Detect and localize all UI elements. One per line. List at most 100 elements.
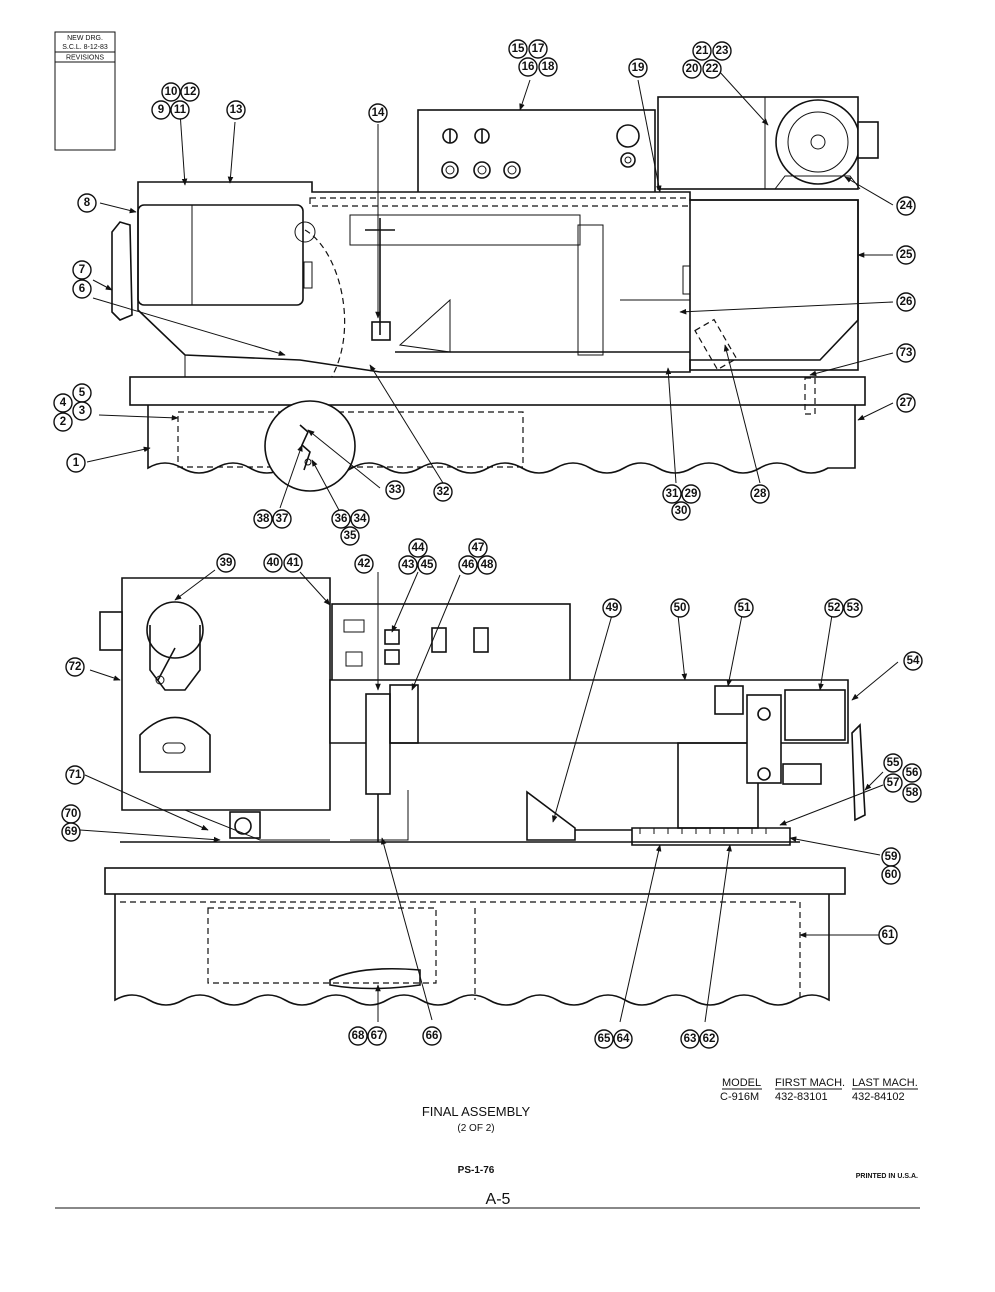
callout-balloon: 27 bbox=[896, 393, 916, 413]
callout-balloon: 23 bbox=[712, 41, 732, 61]
callout-balloon: 41 bbox=[283, 553, 303, 573]
svg-text:23: 23 bbox=[716, 45, 729, 57]
callout-balloon: 11 bbox=[170, 100, 190, 120]
svg-text:10: 10 bbox=[165, 86, 178, 98]
svg-text:24: 24 bbox=[900, 200, 913, 212]
callout-balloon: 51 bbox=[734, 598, 754, 618]
svg-text:12: 12 bbox=[184, 86, 197, 98]
callout-balloon: 38 bbox=[253, 509, 273, 529]
callout-balloon: 39 bbox=[216, 553, 236, 573]
callout-balloon: 4 bbox=[53, 393, 73, 413]
callout-balloon: 62 bbox=[699, 1029, 719, 1049]
callout-balloon: 71 bbox=[65, 765, 85, 785]
callout-balloon: 61 bbox=[878, 925, 898, 945]
callout-balloon: 57 bbox=[883, 773, 903, 793]
callout-balloon: 53 bbox=[843, 598, 863, 618]
callout-balloon: 2 bbox=[53, 412, 73, 432]
callout-balloon: 45 bbox=[417, 555, 437, 575]
revision-line3: REVISIONS bbox=[66, 55, 104, 62]
svg-text:57: 57 bbox=[887, 777, 900, 789]
svg-text:5: 5 bbox=[79, 387, 86, 399]
svg-text:51: 51 bbox=[738, 602, 751, 614]
callout-balloon: 34 bbox=[350, 509, 370, 529]
svg-text:58: 58 bbox=[906, 787, 919, 799]
callout-balloon: 19 bbox=[628, 58, 648, 78]
callout-balloon: 3 bbox=[72, 401, 92, 421]
top-view-callouts: 10 12 9 11 13 14 15 17 16 18 19 21 23 20… bbox=[53, 39, 916, 546]
callout-balloon: 65 bbox=[594, 1029, 614, 1049]
svg-text:37: 37 bbox=[276, 513, 289, 525]
svg-text:68: 68 bbox=[352, 1030, 365, 1042]
callout-balloon: 67 bbox=[367, 1026, 387, 1046]
page-label: A-5 bbox=[486, 1191, 511, 1208]
svg-text:19: 19 bbox=[632, 62, 645, 74]
svg-text:50: 50 bbox=[674, 602, 687, 614]
revision-line1: NEW DRG. bbox=[67, 35, 103, 42]
svg-text:29: 29 bbox=[685, 488, 698, 500]
svg-text:15: 15 bbox=[512, 43, 525, 55]
svg-text:62: 62 bbox=[703, 1033, 716, 1045]
svg-text:61: 61 bbox=[882, 929, 895, 941]
callout-balloon: 37 bbox=[272, 509, 292, 529]
first-mach-header: FIRST MACH. bbox=[775, 1077, 845, 1089]
svg-text:65: 65 bbox=[598, 1033, 611, 1045]
svg-text:8: 8 bbox=[84, 197, 91, 209]
svg-text:49: 49 bbox=[606, 602, 619, 614]
callout-balloon: 9 bbox=[151, 100, 171, 120]
svg-text:35: 35 bbox=[344, 530, 357, 542]
svg-text:14: 14 bbox=[372, 107, 385, 119]
callout-balloon: 72 bbox=[65, 657, 85, 677]
callout-balloon: 55 bbox=[883, 753, 903, 773]
callout-balloon: 24 bbox=[896, 196, 916, 216]
callout-balloon: 6 bbox=[72, 279, 92, 299]
callout-balloon: 10 bbox=[161, 82, 181, 102]
svg-text:26: 26 bbox=[900, 296, 913, 308]
svg-text:25: 25 bbox=[900, 249, 913, 261]
svg-text:22: 22 bbox=[706, 63, 719, 75]
svg-text:17: 17 bbox=[532, 43, 545, 55]
callout-balloon: 52 bbox=[824, 598, 844, 618]
callout-balloon: 70 bbox=[61, 804, 81, 824]
leader-lines bbox=[79, 69, 899, 1023]
svg-text:67: 67 bbox=[371, 1030, 384, 1042]
svg-text:72: 72 bbox=[69, 661, 82, 673]
svg-text:33: 33 bbox=[389, 484, 402, 496]
callout-balloon: 42 bbox=[354, 554, 374, 574]
svg-text:32: 32 bbox=[437, 486, 450, 498]
callout-balloon: 40 bbox=[263, 553, 283, 573]
callout-balloon: 43 bbox=[398, 555, 418, 575]
callout-balloon: 13 bbox=[226, 100, 246, 120]
callout-balloon: 26 bbox=[896, 292, 916, 312]
callout-balloon: 21 bbox=[692, 41, 712, 61]
svg-text:44: 44 bbox=[412, 542, 425, 554]
svg-text:39: 39 bbox=[220, 557, 233, 569]
callout-balloon: 44 bbox=[408, 538, 428, 558]
callout-balloon: 58 bbox=[902, 783, 922, 803]
last-mach-header: LAST MACH. bbox=[852, 1077, 918, 1089]
svg-text:45: 45 bbox=[421, 559, 434, 571]
drawing-title: FINAL ASSEMBLY bbox=[422, 1104, 531, 1119]
model-table: MODEL FIRST MACH. LAST MACH. C-916M 432-… bbox=[720, 1077, 918, 1103]
last-mach-value: 432-84102 bbox=[852, 1091, 905, 1103]
top-view-machine bbox=[111, 96, 879, 492]
svg-text:47: 47 bbox=[472, 542, 485, 554]
revision-box: NEW DRG. S.C.L. 8-12-83 REVISIONS bbox=[54, 31, 116, 151]
callout-balloon: 54 bbox=[903, 651, 923, 671]
callout-balloon: 1 bbox=[66, 453, 86, 473]
svg-text:70: 70 bbox=[65, 808, 78, 820]
svg-text:48: 48 bbox=[481, 559, 494, 571]
callout-balloon: 16 bbox=[518, 57, 538, 77]
bottom-view-callouts: 39 40 41 42 44 43 45 47 46 48 49 50 51 5… bbox=[61, 538, 923, 1049]
callout-balloon: 33 bbox=[385, 480, 405, 500]
svg-text:59: 59 bbox=[885, 851, 898, 863]
svg-text:34: 34 bbox=[354, 513, 367, 525]
svg-text:27: 27 bbox=[900, 397, 913, 409]
svg-text:3: 3 bbox=[79, 405, 85, 417]
svg-text:60: 60 bbox=[885, 869, 898, 881]
callout-balloon: 49 bbox=[602, 598, 622, 618]
svg-text:64: 64 bbox=[617, 1033, 630, 1045]
svg-text:2: 2 bbox=[60, 416, 66, 428]
callout-balloon: 50 bbox=[670, 598, 690, 618]
callout-balloon: 17 bbox=[528, 39, 548, 59]
